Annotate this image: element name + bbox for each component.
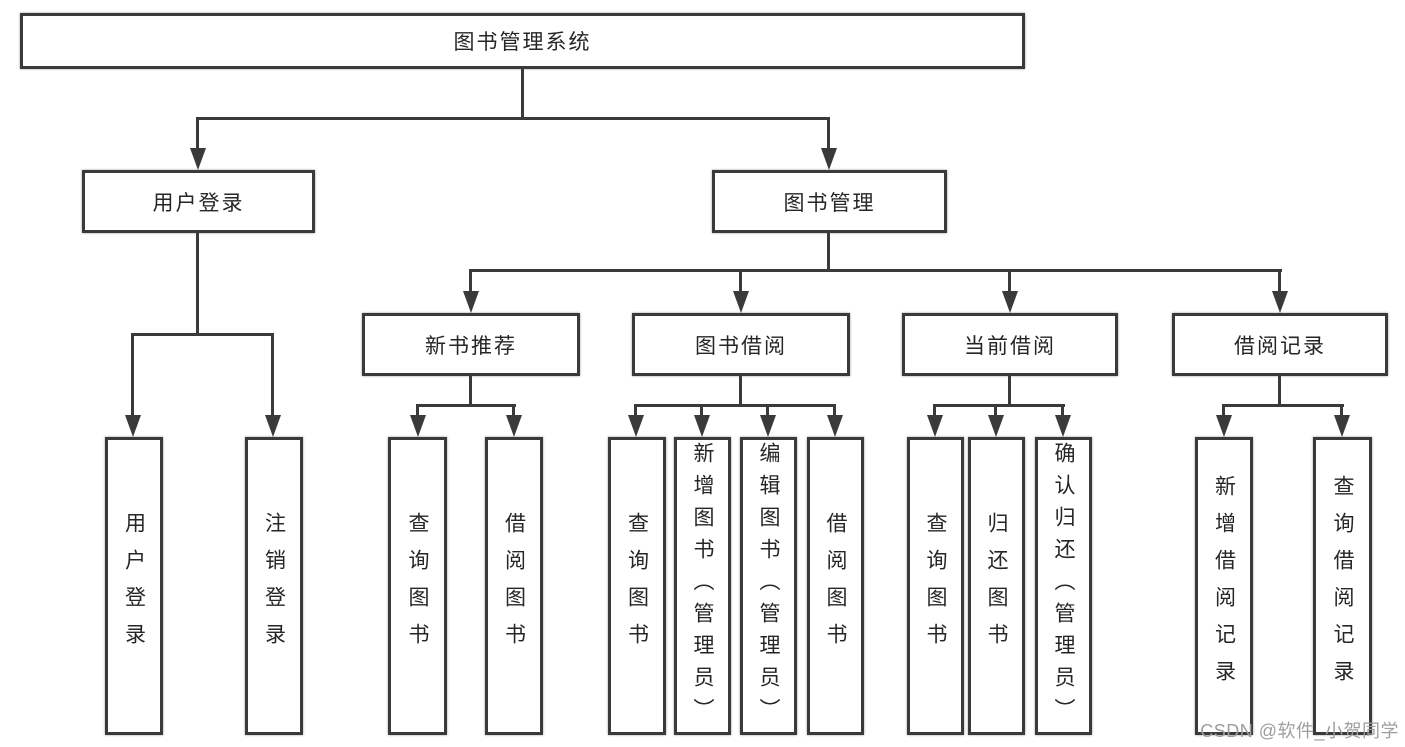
arrowhead-leaf-8 [927, 415, 943, 437]
arrowhead-leaf-5 [694, 415, 710, 437]
leaf-confirm-return-admin-label: 确认归还（管理员） [1052, 442, 1075, 730]
leaf-borrow-book: 借阅图书 [807, 437, 864, 735]
node-book-mgmt: 图书管理 [712, 170, 947, 233]
arrowhead-new-books [463, 291, 479, 313]
arrowhead-leaf-7 [827, 415, 843, 437]
arrowhead-book-mgmt [821, 148, 837, 170]
node-user-login-label: 用户登录 [152, 191, 245, 215]
leaf-add-book-admin: 新增图书（管理员） [674, 437, 731, 735]
connector-drop-user-login [196, 117, 199, 150]
connector-drop-current-borrow [1008, 269, 1011, 293]
arrowhead-user-login [190, 148, 206, 170]
connector-current-borrow-stem [1008, 376, 1011, 407]
connector-book-mgmt-stem [827, 233, 830, 272]
leaf-add-borrow-record: 新增借阅记录 [1195, 437, 1253, 735]
arrowhead-leaf-2 [410, 415, 426, 437]
leaf-confirm-return-admin: 确认归还（管理员） [1035, 437, 1092, 735]
connector-drop-leaf-12 [1340, 404, 1343, 417]
node-borrow-records: 借阅记录 [1172, 313, 1388, 376]
leaf-query-book-current-label: 查询图书 [924, 512, 947, 660]
arrowhead-leaf-12 [1334, 415, 1350, 437]
connector-user-login-rail [131, 333, 274, 336]
arrowhead-leaf-10 [1055, 415, 1071, 437]
leaf-add-borrow-record-label: 新增借阅记录 [1212, 475, 1236, 697]
connector-borrow-records-rail [1222, 404, 1344, 407]
node-book-borrow: 图书借阅 [632, 313, 850, 376]
connector-book-borrow-rail [634, 404, 836, 407]
connector-drop-leaf-11 [1222, 404, 1225, 417]
node-borrow-records-label: 借阅记录 [1234, 334, 1326, 358]
leaf-return-book-label: 归还图书 [985, 512, 1008, 660]
arrowhead-leaf-4 [628, 415, 644, 437]
node-book-borrow-label: 图书借阅 [695, 334, 787, 358]
leaf-borrow-book-newbooks-label: 借阅图书 [502, 512, 526, 660]
connector-borrow-records-stem [1278, 376, 1281, 407]
node-new-books-label: 新书推荐 [425, 334, 517, 358]
leaf-query-book-newbooks: 查询图书 [388, 437, 447, 735]
leaf-add-book-admin-label: 新增图书（管理员） [691, 442, 714, 730]
leaf-edit-book-admin: 编辑图书（管理员） [740, 437, 797, 735]
leaf-return-book: 归还图书 [968, 437, 1025, 735]
node-current-borrow-label: 当前借阅 [964, 334, 1056, 358]
connector-current-borrow-rail [933, 404, 1065, 407]
connector-drop-leaf-3 [512, 404, 515, 417]
node-user-login: 用户登录 [82, 170, 315, 233]
arrowhead-leaf-9 [988, 415, 1004, 437]
leaf-query-book-borrow-label: 查询图书 [625, 512, 649, 660]
leaf-query-book-current: 查询图书 [907, 437, 964, 735]
node-book-mgmt-label: 图书管理 [783, 191, 876, 215]
csdn-watermark: CSDN @软件_小贺同学 [1200, 721, 1399, 741]
connector-root-rail [196, 117, 830, 120]
connector-drop-leaf-8 [933, 404, 936, 417]
connector-drop-leaf-logout [271, 333, 274, 417]
leaf-edit-book-admin-label: 编辑图书（管理员） [757, 442, 780, 730]
leaf-user-login: 用户登录 [105, 437, 163, 735]
connector-book-mgmt-rail [469, 269, 1282, 272]
leaf-query-book-newbooks-label: 查询图书 [406, 512, 429, 660]
arrowhead-leaf-3 [506, 415, 522, 437]
connector-new-books-rail [416, 404, 516, 407]
connector-drop-book-borrow [739, 269, 742, 293]
leaf-borrow-book-newbooks: 借阅图书 [485, 437, 543, 735]
node-root: 图书管理系统 [20, 13, 1025, 69]
arrowhead-leaf-login [125, 415, 141, 437]
leaf-borrow-book-label: 借阅图书 [824, 512, 847, 660]
connector-drop-new-books [469, 269, 472, 293]
connector-drop-leaf-10 [1061, 404, 1064, 417]
connector-drop-leaf-login [131, 333, 134, 417]
arrowhead-leaf-11 [1216, 415, 1232, 437]
node-root-label: 图书管理系统 [453, 31, 592, 54]
connector-user-login-stem [196, 233, 199, 336]
connector-drop-leaf-7 [833, 404, 836, 417]
leaf-query-borrow-record: 查询借阅记录 [1313, 437, 1372, 735]
arrowhead-borrow-records [1272, 291, 1288, 313]
arrowhead-leaf-6 [760, 415, 776, 437]
arrowhead-book-borrow [733, 291, 749, 313]
arrowhead-leaf-logout [265, 415, 281, 437]
connector-root-stem [521, 69, 524, 120]
connector-book-borrow-stem [739, 376, 742, 407]
leaf-user-login-label: 用户登录 [122, 512, 146, 660]
leaf-query-borrow-record-label: 查询借阅记录 [1331, 475, 1354, 697]
leaf-logout-label: 注销登录 [262, 512, 286, 660]
arrowhead-current-borrow [1002, 291, 1018, 313]
connector-drop-leaf-5 [700, 404, 703, 417]
connector-drop-leaf-2 [416, 404, 419, 417]
node-new-books: 新书推荐 [362, 313, 580, 376]
connector-drop-borrow-records [1278, 269, 1281, 293]
leaf-logout: 注销登录 [245, 437, 303, 735]
connector-drop-leaf-9 [994, 404, 997, 417]
connector-drop-leaf-4 [634, 404, 637, 417]
connector-drop-leaf-6 [766, 404, 769, 417]
connector-drop-book-mgmt [827, 117, 830, 150]
connector-new-books-stem [469, 376, 472, 407]
node-current-borrow: 当前借阅 [902, 313, 1118, 376]
leaf-query-book-borrow: 查询图书 [608, 437, 666, 735]
